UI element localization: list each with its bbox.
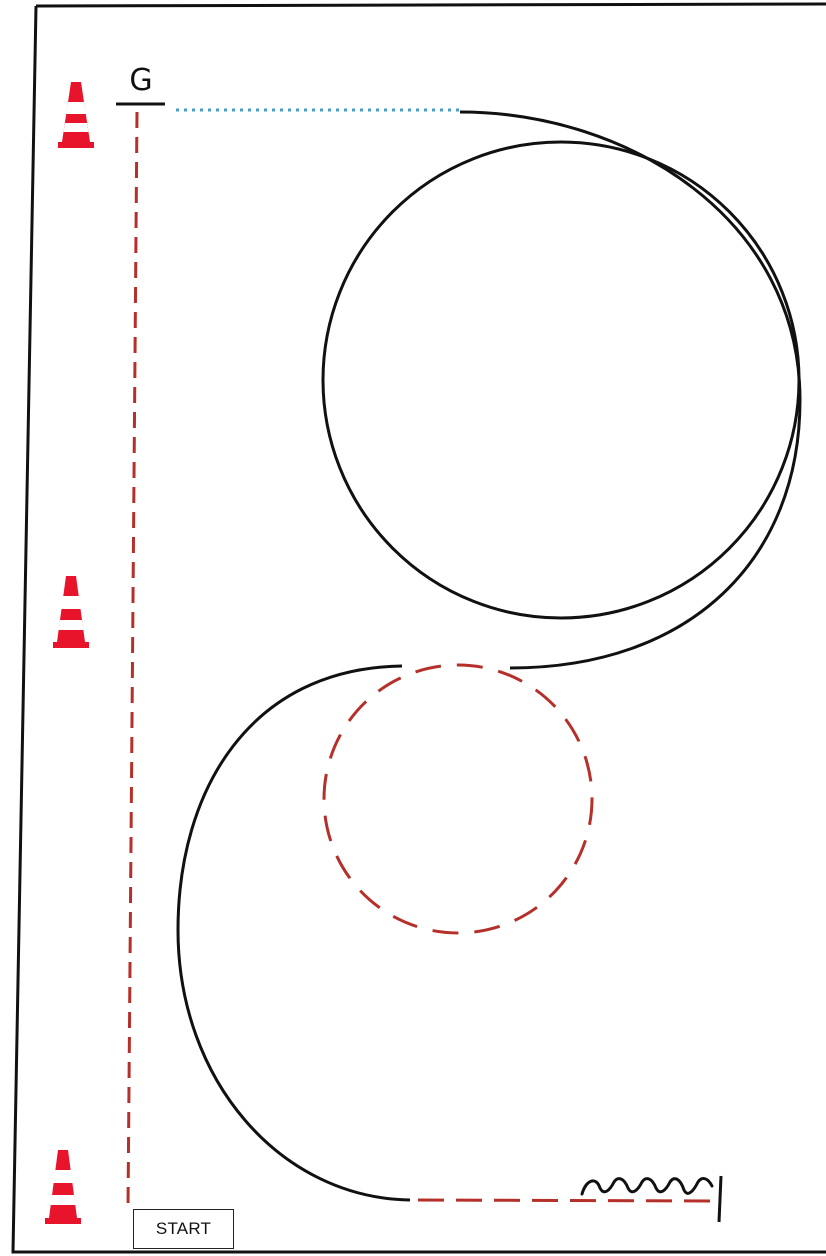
wavy-line-icon [582,1179,712,1194]
bottom-dashed-line [418,1200,715,1201]
goal-label: G [121,66,161,96]
traffic-cone-icon [53,576,89,648]
start-box: START [133,1209,234,1249]
left-arc-path [178,666,410,1200]
traffic-cone-icon [45,1150,81,1224]
traffic-cone-icon [58,82,94,148]
stop-line-icon [719,1176,721,1222]
outer-curve-path [460,112,800,668]
left-lane-dashed-line [128,112,137,1208]
upper-circle-path [323,142,799,618]
lower-dashed-circle [324,665,592,933]
